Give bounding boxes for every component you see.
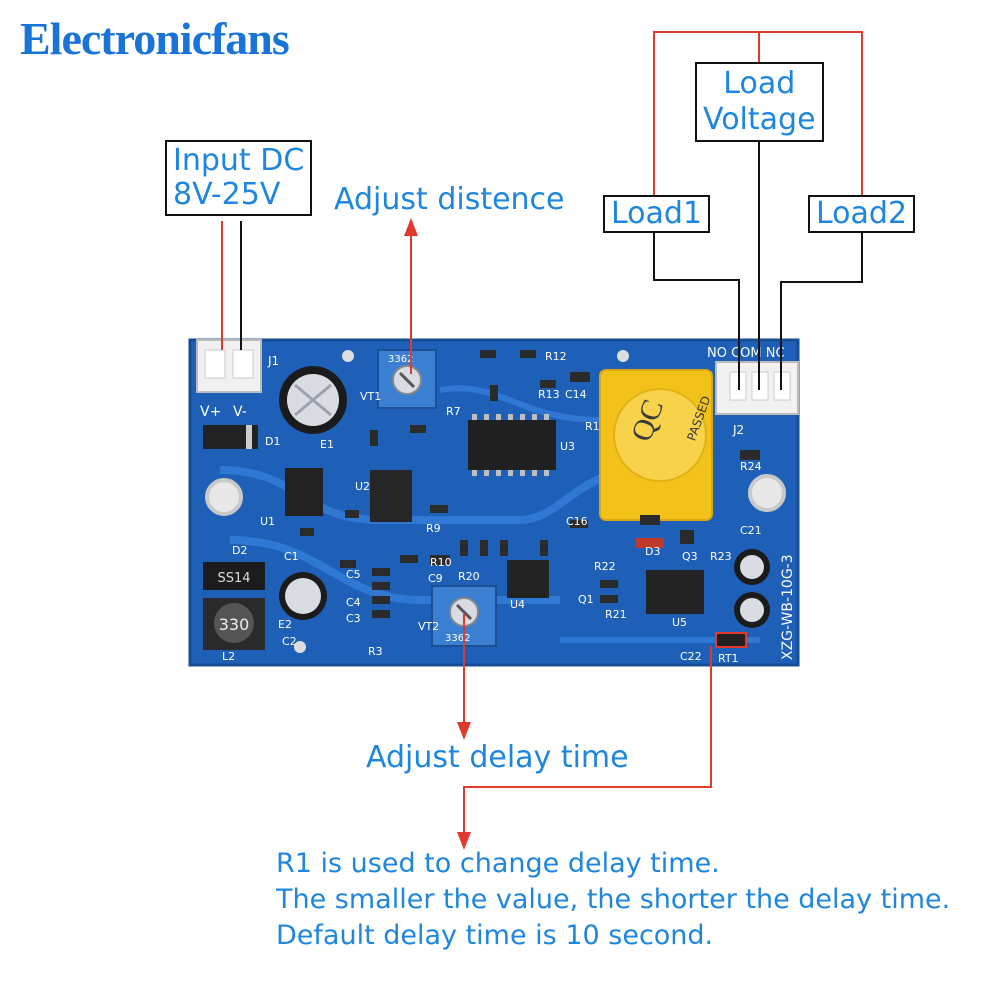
ref-label-c5: C5 (346, 568, 361, 581)
delay-note: R1 is used to change delay time. The sma… (276, 846, 950, 954)
ref-label-r21: R21 (605, 608, 627, 621)
ref-label-u3: U3 (560, 440, 575, 453)
ref-label-c1: C1 (284, 550, 299, 563)
pcb-board: J1 V+ V- 3362 3362 330 (188, 338, 800, 667)
ref-label-q1: Q1 (578, 593, 594, 606)
vt1-code: 3362 (388, 354, 413, 365)
chip-u4 (507, 560, 549, 598)
note-line-1: R1 is used to change delay time. (276, 848, 720, 879)
ref-label-r9: R9 (426, 522, 441, 535)
load-voltage-box: Load Voltage (695, 62, 824, 142)
arrow-up-icon (404, 218, 418, 236)
ref-label-r13: R13 (538, 388, 560, 401)
ref-label-c14: C14 (565, 388, 587, 401)
ref-label-d2: D2 (232, 544, 247, 557)
ref-label-vt2: VT2 (418, 620, 439, 633)
chip-u3 (468, 420, 556, 470)
ref-label-r1: R1 (585, 420, 600, 433)
note-line-3: Default delay time is 10 second. (276, 920, 714, 951)
relay-terminal-labels: NO COM NC (707, 346, 785, 361)
ref-label-c9: C9 (428, 572, 443, 585)
inductor-code: 330 (219, 615, 250, 634)
ref-label-r7: R7 (446, 405, 461, 418)
chip-u1 (285, 468, 323, 516)
vplus-label: V+ (200, 404, 221, 420)
ref-label-r23: R23 (710, 550, 732, 563)
load2-box: Load2 (808, 195, 916, 233)
wire-no (653, 229, 740, 390)
chip-u5 (646, 570, 704, 614)
diode-d2 (203, 562, 265, 590)
ref-label-c2: C2 (282, 635, 297, 648)
ref-label-u2: U2 (355, 480, 370, 493)
ref-label-r3: R3 (368, 645, 383, 658)
board-id: XZG-WB-10G-3 (780, 554, 796, 660)
wiring (221, 31, 863, 850)
ref-label-d1: D1 (265, 435, 280, 448)
j2-label: J2 (732, 423, 744, 437)
input-dc-box: Input DC 8V-25V (165, 140, 313, 216)
arrow-down-icon (457, 832, 471, 850)
vminus-label: V- (233, 404, 247, 420)
brand-logo: Electronicfans (20, 13, 290, 64)
input-dc-line1: Input DC (173, 143, 305, 178)
ref-label-c3: C3 (346, 612, 361, 625)
load1-box: Load1 (603, 195, 711, 233)
ref-label-d3: D3 (645, 545, 660, 558)
ref-label-r22: R22 (594, 560, 616, 573)
ref-label-u5: U5 (672, 616, 687, 629)
ref-label-e2: E2 (278, 618, 292, 631)
ref-label-c16: C16 (566, 515, 588, 528)
ref-label-c22: C22 (680, 650, 702, 663)
j1-label: J1 (267, 354, 279, 368)
ref-label-r10: R10 (430, 556, 452, 569)
input-dc-line2: 8V-25V (173, 177, 281, 212)
wire-nc (780, 229, 863, 390)
ref-label-r12: R12 (545, 350, 567, 363)
ref-label-u4: U4 (510, 598, 525, 611)
chip-u2 (370, 470, 412, 522)
adjust-delay-label: Adjust delay time (366, 740, 629, 775)
ref-label-u1: U1 (260, 515, 275, 528)
adjust-distance-label: Adjust distence (334, 182, 565, 217)
ref-label-c21: C21 (740, 524, 762, 537)
vt2-code: 3362 (445, 633, 470, 644)
resistor-rt1 (715, 632, 747, 648)
ref-label-l2: L2 (222, 650, 235, 663)
ref-label-e1: E1 (320, 438, 334, 451)
ref-label-rt1: RT1 (718, 652, 739, 665)
arrow-down-icon (457, 722, 471, 740)
note-line-2: The smaller the value, the shorter the d… (276, 884, 951, 915)
load-voltage-line2: Voltage (703, 102, 816, 137)
ref-label-q3: Q3 (682, 550, 698, 563)
ref-label-r24: R24 (740, 460, 762, 473)
diode-code: SS14 (217, 571, 250, 586)
arrow-rt1-note (463, 646, 712, 835)
load-voltage-line1: Load (723, 66, 796, 101)
ref-label-vt1: VT1 (360, 390, 381, 403)
ref-label-r20: R20 (458, 570, 480, 583)
ref-label-c4: C4 (346, 596, 361, 609)
